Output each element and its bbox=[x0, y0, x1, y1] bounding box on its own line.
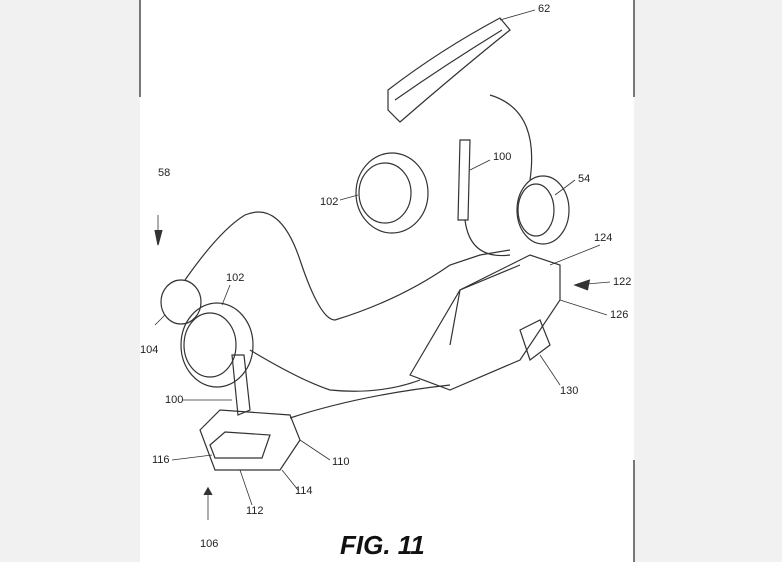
speaker-54 bbox=[516, 175, 570, 245]
label-102-top: 102 bbox=[320, 196, 338, 208]
label-114: 114 bbox=[295, 485, 313, 497]
cable-e bbox=[464, 219, 511, 257]
arm-100-top bbox=[457, 139, 471, 221]
figure-caption: FIG. 11 bbox=[340, 530, 425, 560]
arrow-106 bbox=[203, 486, 213, 496]
page-edge-right-top bbox=[633, 0, 635, 97]
label-112: 112 bbox=[246, 505, 264, 517]
label-126: 126 bbox=[610, 309, 628, 321]
cable-d bbox=[489, 94, 533, 181]
label-54: 54 bbox=[578, 173, 590, 185]
label-124: 124 bbox=[594, 232, 612, 244]
speaker-102-top bbox=[355, 152, 429, 234]
element-62-detail bbox=[394, 29, 503, 101]
label-104: 104 bbox=[140, 344, 158, 356]
arm-100-bottom bbox=[231, 354, 251, 416]
cable-a bbox=[184, 211, 511, 321]
page-edge-right-bottom bbox=[633, 460, 635, 562]
element-62 bbox=[387, 17, 511, 123]
arrow-122 bbox=[573, 279, 591, 291]
button-130 bbox=[519, 319, 551, 361]
cable-c bbox=[289, 384, 451, 419]
button-116 bbox=[209, 431, 271, 459]
housing-124-detail bbox=[449, 264, 521, 346]
label-100-top: 100 bbox=[493, 151, 511, 163]
label-102-bottom: 102 bbox=[226, 272, 244, 284]
speaker-102-bottom bbox=[180, 302, 254, 388]
speaker-102-bottom-inner bbox=[183, 312, 237, 378]
label-110: 110 bbox=[332, 456, 350, 468]
label-62: 62 bbox=[538, 3, 550, 15]
label-106: 106 bbox=[200, 538, 218, 550]
microphone-104 bbox=[160, 279, 202, 325]
patent-page bbox=[140, 0, 634, 562]
housing-124 bbox=[409, 254, 561, 391]
label-116: 116 bbox=[152, 454, 170, 466]
label-122: 122 bbox=[613, 276, 631, 288]
cable-b bbox=[249, 349, 421, 392]
label-130: 130 bbox=[560, 385, 578, 397]
page-edge-left bbox=[139, 0, 141, 97]
speaker-54-inner bbox=[517, 183, 555, 237]
arrow-58 bbox=[154, 229, 163, 246]
label-58: 58 bbox=[158, 167, 170, 179]
speaker-102-top-inner bbox=[358, 162, 412, 224]
label-100-bottom: 100 bbox=[165, 394, 183, 406]
